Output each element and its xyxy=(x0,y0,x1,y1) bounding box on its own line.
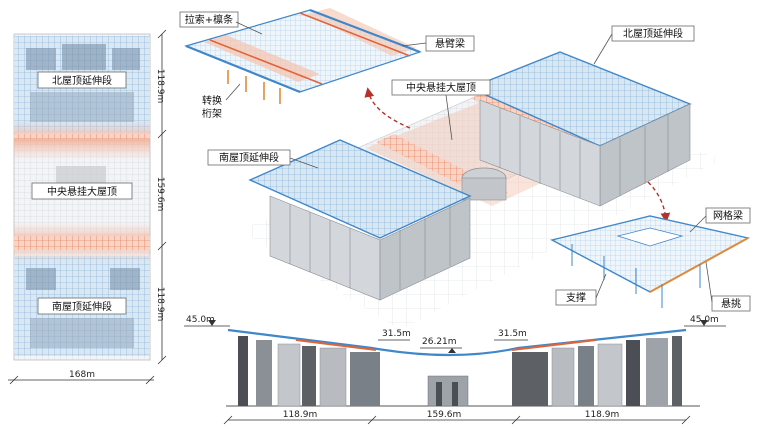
plan-block xyxy=(30,92,134,122)
elev-mid-left: 31.5m xyxy=(382,329,411,339)
grid-beam-label: 网格梁 xyxy=(713,209,743,222)
cable-roof-orange-band xyxy=(204,35,320,82)
plan-block xyxy=(26,48,56,70)
overhang-label: 悬挑 xyxy=(721,297,741,310)
roof-plan: 北屋顶延伸段 中央悬挂大屋顶 南屋顶延伸段 118.9m 159.6m 118.… xyxy=(8,29,167,385)
section-dim-left: 118.9m xyxy=(283,410,318,420)
truss-label-line1: 转换 xyxy=(202,94,222,107)
plan-block xyxy=(112,48,140,70)
plan-center-label: 中央悬挂大屋顶 xyxy=(47,185,117,198)
cantilever-label: 悬臂梁 xyxy=(435,37,465,50)
axon-south-label: 南屋顶延伸段 xyxy=(219,151,279,164)
plan-dim-south: 118.9m xyxy=(155,287,165,322)
plan-block xyxy=(30,318,134,348)
axon-center-label-box xyxy=(391,79,491,96)
plan-north-label: 北屋顶延伸段 xyxy=(52,74,112,87)
section-center-building xyxy=(427,375,469,407)
overhang-edge xyxy=(649,237,749,293)
plan-center-label-box xyxy=(31,182,133,200)
support-label: 支撑 xyxy=(566,291,586,304)
plan-north-truss-band xyxy=(14,134,150,139)
plan-core xyxy=(56,166,106,188)
south-building-mullions xyxy=(289,204,451,290)
plan-dim-center: 159.6m xyxy=(155,177,165,212)
truss-label-line2: 桁架 xyxy=(202,107,222,120)
grid-supports xyxy=(571,244,701,308)
plan-block xyxy=(62,44,106,70)
south-roof-extension xyxy=(248,139,472,239)
section-right-building xyxy=(512,336,682,407)
elev-left: 45.0m xyxy=(186,315,215,325)
truss-supports xyxy=(227,70,281,104)
plan-north-glow xyxy=(14,120,150,160)
plan-block xyxy=(26,268,56,290)
plan-dim-north: 118.9m xyxy=(155,69,165,104)
plan-dim-width: 168m xyxy=(69,370,95,380)
cable-roof-detail: 拉索+檩条 悬臂梁 转换 桁架 xyxy=(179,8,475,120)
plan-south-label: 南屋顶延伸段 xyxy=(52,300,112,313)
arrow-to-cable-detail xyxy=(364,87,411,129)
section-dim-right: 118.9m xyxy=(585,410,620,420)
section-truss-right xyxy=(511,339,597,351)
axon-north-label-box xyxy=(611,25,695,42)
plan-north-label-box xyxy=(37,71,127,89)
section-dim-center: 159.6m xyxy=(427,410,462,420)
grid-beam-opening xyxy=(616,227,684,247)
north-building-mullions xyxy=(499,108,669,198)
plan-south-truss-band xyxy=(14,236,150,250)
arrow-to-grid-detail xyxy=(647,181,671,223)
atrium-body xyxy=(461,177,507,201)
elev-center: 26.21m xyxy=(422,337,457,347)
section-truss-left xyxy=(295,339,377,351)
plan-south-label-box xyxy=(37,297,127,315)
axon-center-label: 中央悬挂大屋顶 xyxy=(406,81,476,94)
axon-south-label-box xyxy=(207,149,291,166)
elev-mid-right: 31.5m xyxy=(498,329,527,339)
section-left-building xyxy=(238,336,380,407)
axon-north-label: 北屋顶延伸段 xyxy=(623,27,683,40)
cable-label: 拉索+檩条 xyxy=(185,13,233,26)
grid-beam-label-box xyxy=(705,207,751,224)
section-roof-line xyxy=(227,328,687,357)
cantilever-label-box xyxy=(425,35,475,52)
plan-block xyxy=(110,268,140,290)
grid-beam-detail: 网格梁 支撑 悬挑 xyxy=(550,207,751,312)
cable-label-box xyxy=(179,11,239,28)
overhang-label-box xyxy=(711,295,751,312)
building-section: 45.0m 45.0m 31.5m 31.5m 26.21m 118.9m 15… xyxy=(184,315,726,425)
axonometric-model: 北屋顶延伸段 中央悬挂大屋顶 南屋顶延伸段 xyxy=(207,25,720,330)
